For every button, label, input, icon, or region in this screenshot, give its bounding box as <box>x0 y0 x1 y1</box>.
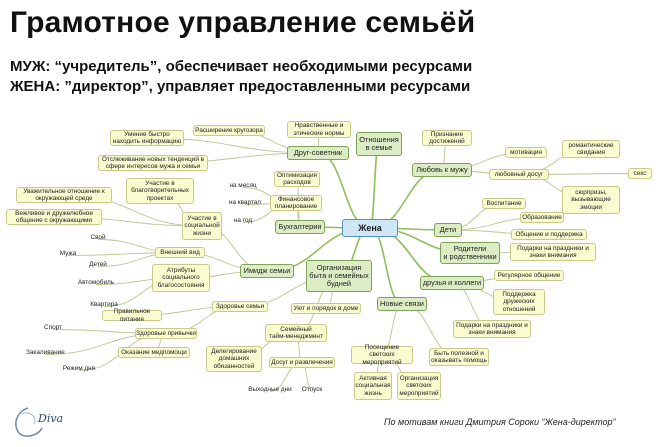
node-zdor-semi: Здоровье семьи <box>212 301 268 312</box>
node-vnesh: Внешний вид <box>155 247 205 258</box>
page-title: Грамотное управление семьёй <box>10 6 476 39</box>
node-vezhl: Вежливое и дружелюбное общение с окружаю… <box>6 209 102 225</box>
node-rezhim: Режим дня <box>62 365 96 372</box>
node-kvart: Квартира <box>90 301 118 308</box>
node-na-mes: на месяц <box>229 182 257 189</box>
node-sport: Спорт <box>44 324 62 331</box>
node-drug: Друг-советник <box>287 146 349 160</box>
node-otslezh: Отслеживание новых тенденций в сфере инт… <box>98 155 208 171</box>
node-uvazh: Уважительное отношение к окружающей сред… <box>16 187 112 203</box>
node-romant: романтические свидания <box>562 140 620 158</box>
node-podarki-rod: Подарки на праздники и знаки внимания <box>510 243 596 261</box>
node-finplan: Финансовое планирование <box>270 195 322 211</box>
node-deleg: Делегирование домашних обязанностей <box>206 346 262 372</box>
node-otpusk: Отпуск <box>301 386 323 393</box>
node-prav-pit: Правильное питание <box>102 308 162 323</box>
subtitle-husband: МУЖ: “учредитель”, обеспечивает необходи… <box>10 58 473 75</box>
node-na-kv: на квартал <box>228 199 262 206</box>
node-organiz: Организация светских мероприятий <box>397 372 441 400</box>
node-detey: Детей <box>89 261 107 268</box>
node-muzha: Мужа <box>59 250 77 257</box>
node-lyubov: Любовь к мужу <box>412 163 472 177</box>
node-semeyn-tm: Семейный тайм-менеджмент <box>265 324 327 342</box>
node-center: Жена <box>342 219 398 237</box>
node-zakal: Закаливание <box>26 349 65 356</box>
connector-line <box>317 152 371 229</box>
node-okaz-med: Оказание медпомощи <box>118 347 190 358</box>
node-podarki-dr: Подарки на праздники и знаки внимания <box>453 320 531 338</box>
node-motiv: мотивация <box>505 147 547 158</box>
node-umenie: Умение быстро находить информацию <box>110 130 184 146</box>
node-uyut: Уют и порядок в доме <box>291 303 361 314</box>
node-buh: Бухгалтерия <box>275 220 325 234</box>
credit-line: По мотивам книги Дмитрия Сороки “Жена-ди… <box>384 417 616 427</box>
node-byt-polezn: Быть полезной и оказывать помощь <box>429 348 489 366</box>
node-druzya: друзья и коллеги <box>420 276 484 290</box>
node-dosug: Досуг и развлечения <box>269 357 335 368</box>
node-lyub-dosug: любовный досуг <box>489 169 549 180</box>
node-org: Организация быта и семейных будней <box>306 260 372 292</box>
node-na-god: на год <box>233 217 253 224</box>
node-zdor-priv: Здоровые привычки <box>135 328 197 339</box>
subtitle-wife: ЖЕНА: ”директор”, управляет предоставлен… <box>10 78 471 95</box>
node-uch-soc: Участие в социальной жизни <box>182 212 222 240</box>
node-aktiv: Активная социальная жизнь <box>354 372 392 400</box>
node-nravst: Нравственные и этические нормы <box>287 121 351 138</box>
node-vospit: Воспитание <box>482 198 526 209</box>
node-novye: Новые связи <box>377 297 427 311</box>
diva-logo-icon <box>15 407 43 437</box>
node-optim: Оптимизация расходов <box>274 171 320 187</box>
node-imidzh: Имидж семьи <box>240 264 294 278</box>
node-vyhodn: Выходные дни <box>248 386 292 393</box>
logo-text: Diva <box>38 412 64 425</box>
node-rasshir: Расширение кругозора <box>193 125 265 136</box>
node-obraz: Образование <box>520 212 564 223</box>
node-priznanie: Признание достижений <box>422 130 472 146</box>
connector-line <box>369 143 380 229</box>
node-rodit: Родители и родственники <box>440 242 500 264</box>
node-deti: Дети <box>434 223 462 237</box>
node-obshch-podd: Общение и поддержка <box>511 229 587 240</box>
node-otnosh: Отношения в семье <box>356 132 402 156</box>
node-uchastie-blag: Участие в благотворительных проектах <box>126 178 194 204</box>
node-svoy: Свой <box>90 234 106 241</box>
node-avto: Автомобиль <box>77 279 115 286</box>
node-regul: Регулярное общение <box>494 270 564 281</box>
node-seks: секс <box>628 168 652 179</box>
node-podd-druzh: Поддержка дружеских отношений <box>493 289 545 315</box>
node-poseshch: Посещение светских мероприятий <box>351 344 413 366</box>
node-atrib: Атрибуты социального благосостояния <box>152 264 210 292</box>
node-syurprizy: сюрпризы, вызывающие эмоции <box>562 186 620 214</box>
